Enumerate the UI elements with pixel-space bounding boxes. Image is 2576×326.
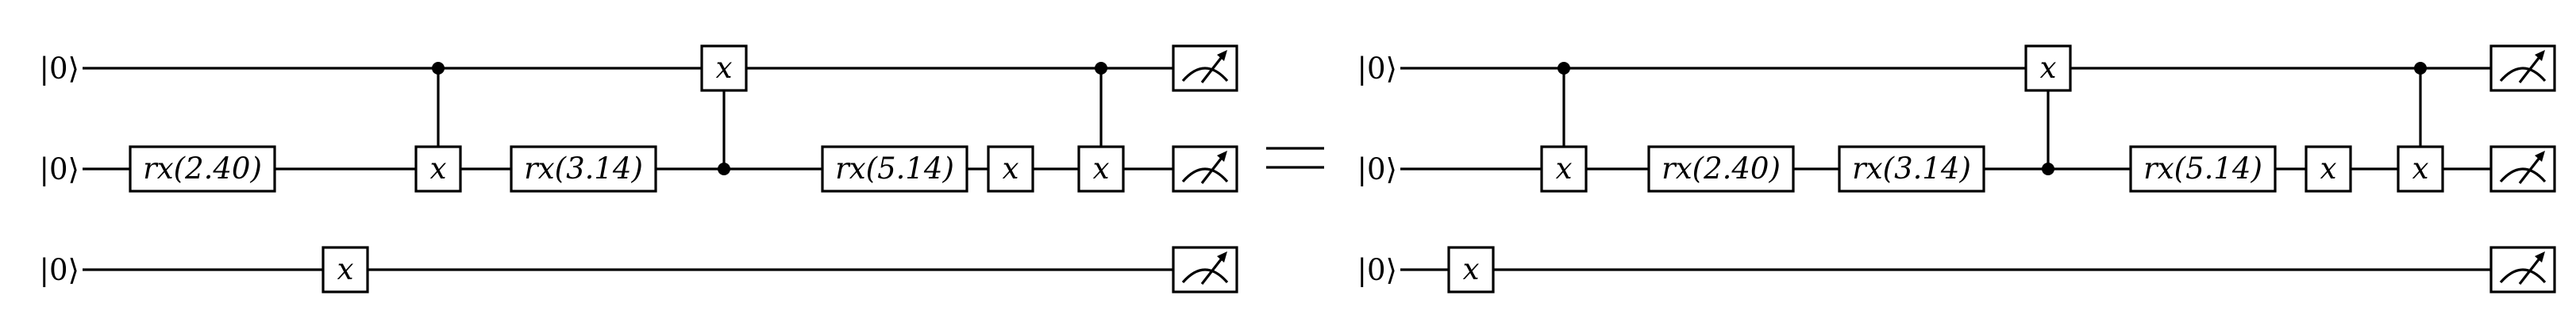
gate-box	[414, 145, 462, 193]
gate-box	[1077, 145, 1125, 193]
meter-needle	[2518, 255, 2543, 285]
gate-box	[2397, 145, 2444, 193]
gate-box	[129, 145, 276, 193]
qubit-label: |0⟩	[40, 253, 79, 287]
gate-label: x	[1463, 252, 1480, 286]
gate-label: rx(2.40)	[143, 151, 262, 186]
meter-arrowhead	[2535, 151, 2545, 162]
gate-label: rx(5.14)	[2143, 151, 2262, 186]
control-dot	[1558, 62, 1570, 75]
controlled-x-gate: x	[2024, 44, 2072, 175]
gate-x: x	[987, 145, 1034, 193]
meter-needle	[2518, 154, 2543, 184]
controlled-x-gate: x	[414, 62, 462, 193]
meter-arrowhead	[2535, 251, 2545, 263]
measurement-meter-icon	[1172, 145, 1238, 193]
qubit-label: |0⟩	[1357, 52, 1397, 86]
meter-needle	[1200, 53, 1226, 83]
measurement-meter-icon	[1172, 44, 1238, 92]
gate-label: x	[337, 252, 354, 286]
controlled-x-gate: x	[2397, 62, 2444, 193]
gate-box	[1838, 145, 1985, 193]
gate-x: x	[2305, 145, 2352, 193]
gate-label: x	[2040, 51, 2057, 85]
meter-needle	[1200, 154, 1226, 184]
gate-rx-5-14-: rx(5.14)	[821, 145, 968, 193]
meter-arc	[2499, 67, 2547, 82]
qubit-label: |0⟩	[1357, 152, 1397, 186]
controlled-x-gate: x	[700, 44, 748, 175]
gate-rx-3-14-: rx(3.14)	[1838, 145, 1985, 193]
gate-label: rx(3.14)	[524, 151, 643, 186]
meter-arc	[1181, 268, 1229, 284]
gate-box	[2129, 145, 2277, 193]
measurement-meter-icon	[1172, 246, 1238, 293]
gate-label: x	[1556, 151, 1573, 186]
control-dot	[718, 163, 730, 175]
gate-x: x	[322, 246, 369, 293]
meter-arc	[2499, 268, 2547, 284]
gate-label: rx(2.40)	[1662, 151, 1781, 186]
meter-arrowhead	[1217, 50, 1227, 61]
gate-rx-5-14-: rx(5.14)	[2129, 145, 2277, 193]
qubit-label: |0⟩	[40, 152, 79, 186]
meter-arrowhead	[1217, 251, 1227, 263]
gate-rx-2-40-: rx(2.40)	[129, 145, 276, 193]
gate-label: x	[2320, 151, 2337, 186]
gate-rx-2-40-: rx(2.40)	[1647, 145, 1795, 193]
gate-box	[821, 145, 968, 193]
gate-label: x	[1003, 151, 1019, 186]
measurement-meter-icon	[2489, 145, 2556, 193]
meter-arrowhead	[2535, 50, 2545, 61]
gate-box	[1647, 145, 1795, 193]
meter-arc	[1181, 67, 1229, 82]
gate-label: rx(5.14)	[835, 151, 954, 186]
qubit-label: |0⟩	[40, 52, 79, 86]
control-dot	[432, 62, 445, 75]
circuit-left: |0⟩ |0⟩ |0⟩ rx(2.40) x x rx(3.14) x rx(5.14) x x	[40, 44, 1238, 293]
gate-x: x	[1447, 246, 1495, 293]
gate-label: x	[430, 151, 447, 186]
gate-box	[987, 145, 1034, 193]
gate-label: x	[716, 51, 733, 85]
gate-label: rx(3.14)	[1852, 151, 1971, 186]
gate-box	[2024, 44, 2072, 92]
circuit-right: |0⟩ |0⟩ |0⟩ x x rx(2.40) rx(3.14) x rx(5.14) x x	[1357, 44, 2556, 293]
gate-box	[2305, 145, 2352, 193]
gate-label: x	[2412, 151, 2429, 186]
meter-arc	[1181, 167, 1229, 183]
gate-box	[700, 44, 748, 92]
equals-sign	[1266, 147, 1324, 169]
meter-needle	[2518, 53, 2543, 83]
control-dot	[1095, 62, 1107, 75]
gate-rx-3-14-: rx(3.14)	[510, 145, 657, 193]
controlled-x-gate: x	[1077, 62, 1125, 193]
gate-box	[322, 246, 369, 293]
meter-needle	[1200, 255, 1226, 285]
measurement-meter-icon	[2489, 44, 2556, 92]
meter-arrowhead	[1217, 151, 1227, 162]
gate-label: x	[1093, 151, 1110, 186]
measurement-meter-icon	[2489, 246, 2556, 293]
controlled-x-gate: x	[1540, 62, 1588, 193]
qubit-label: |0⟩	[1357, 253, 1397, 287]
control-dot	[2414, 62, 2427, 75]
gate-box	[1540, 145, 1588, 193]
gate-box	[1447, 246, 1495, 293]
meter-arc	[2499, 167, 2547, 183]
control-dot	[2042, 163, 2054, 175]
gate-box	[510, 145, 657, 193]
